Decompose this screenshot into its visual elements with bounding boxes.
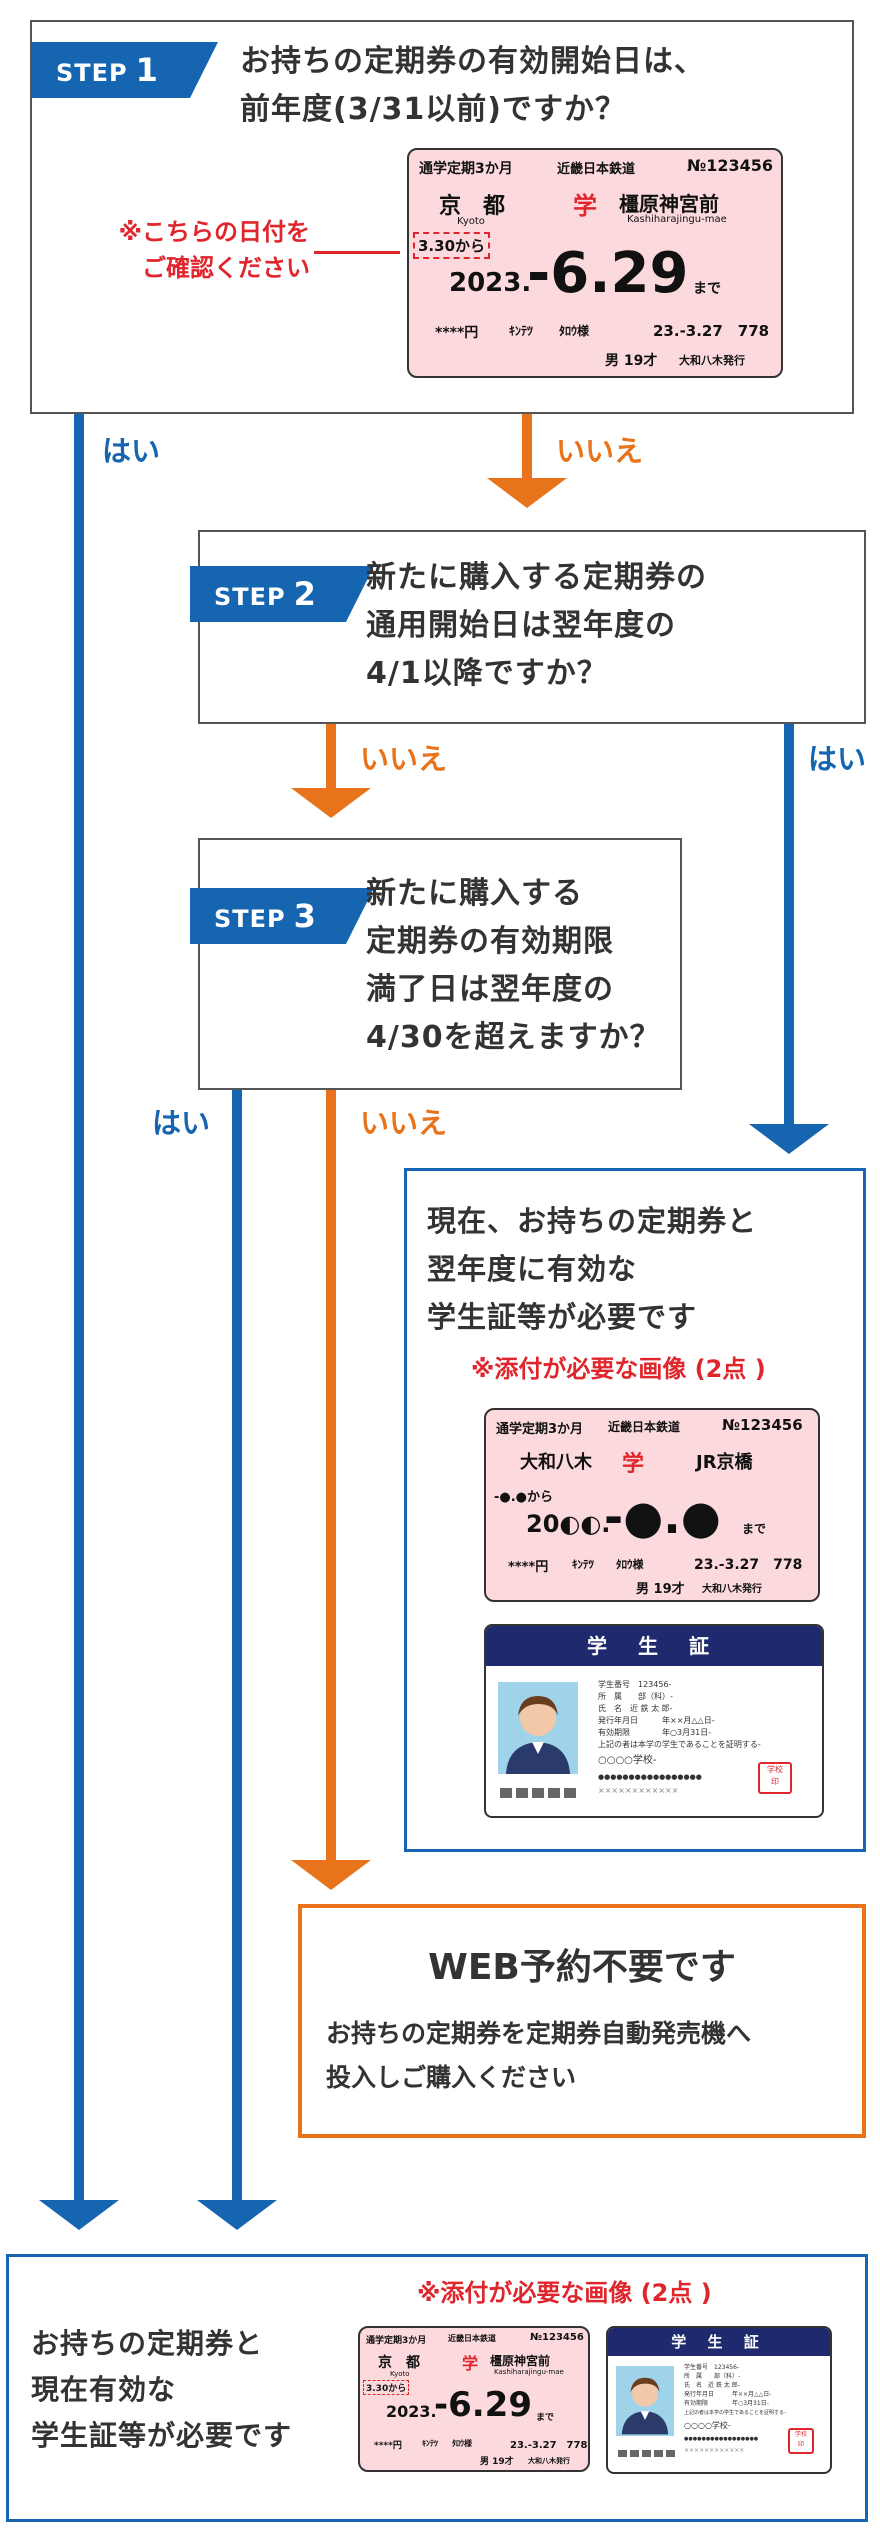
step1-question: お持ちの定期券の有効開始日は、 前年度(3/31以前)ですか？: [240, 44, 705, 127]
school-stamp: 学校 印: [788, 2428, 814, 2454]
yes-arrow-2: [749, 1124, 829, 1154]
avatar: [616, 2366, 674, 2436]
yes-label-1: はい: [102, 434, 161, 468]
no-arrow-3: [291, 1860, 371, 1890]
result-current-text: お持ちの定期券と 現在有効な 学生証等が必要です: [31, 2327, 293, 2452]
no-line-2: [326, 724, 336, 790]
result-next-year-text: 現在、お持ちの定期券と 翌年度に有効な 学生証等が必要です: [427, 1204, 758, 1334]
yes-line-1: [74, 414, 84, 2202]
no-line-1: [522, 414, 532, 480]
yes-line-2: [784, 724, 794, 1126]
student-card-next: 学 生 証 学生番号 123456- 所 属 部（科）- 氏 名 近 鉄 太 郎…: [484, 1624, 824, 1818]
ticket-sample-next: 通学定期3か月 近畿日本鉄道 №123456 大和八木 学 JR京橋 -●.●か…: [484, 1408, 820, 1602]
no-arrow-2: [291, 788, 371, 818]
yes-arrow-1: [39, 2200, 119, 2230]
result-current-note: ※添付が必要な画像 (2点 ): [417, 2279, 712, 2307]
avatar: [498, 1682, 578, 1774]
ticket-sample-current: 通学定期3か月 近畿日本鉄道 №123456 京 都 Kyoto 学 橿原神宮前…: [358, 2326, 590, 2472]
gaku-mark: 学: [622, 1452, 645, 1477]
step1-date-note: ※こちらの日付を ご確認ください: [118, 218, 310, 282]
result-web-box: WEB予約不要です お持ちの定期券を定期券自動発売機へ 投入しご購入ください: [298, 1904, 866, 2138]
no-label-3: いいえ: [360, 1106, 448, 1140]
no-label-2: いいえ: [360, 742, 448, 776]
result-web-title: WEB予約不要です: [428, 1947, 736, 1988]
no-label-1: いいえ: [556, 434, 644, 468]
yes-label-3: はい: [152, 1106, 211, 1140]
gaku-mark: 学: [573, 192, 597, 220]
ticket-sample-main: 通学定期3か月 近畿日本鉄道 №123456 京 都 Kyoto 学 橿原神宮前…: [407, 148, 783, 378]
step2-question: 新たに購入する定期券の 通用開始日は翌年度の 4/1以降ですか？: [366, 560, 707, 691]
result-web-text: お持ちの定期券を定期券自動発売機へ 投入しご購入ください: [326, 2019, 752, 2092]
no-arrow-1: [487, 478, 567, 508]
yes-arrow-3: [197, 2200, 277, 2230]
result-next-year-note: ※添付が必要な画像 (2点 ): [471, 1355, 766, 1383]
yes-label-2: はい: [808, 742, 867, 776]
gaku-mark: 学: [462, 2354, 479, 2373]
yes-line-3: [232, 1090, 242, 2202]
student-card-current: 学 生 証 学生番号 123456- 所 属 部（科）- 氏 名 近 鉄 太 郎…: [606, 2326, 832, 2474]
step3-question: 新たに購入する 定期券の有効期限 満了日は翌年度の 4/30を超えますか？: [366, 876, 661, 1055]
ticket-start-date: 3.30から: [413, 232, 491, 259]
pointer-line: [314, 251, 400, 254]
no-line-3: [326, 1090, 336, 1862]
school-stamp: 学校 印: [758, 1762, 792, 1794]
